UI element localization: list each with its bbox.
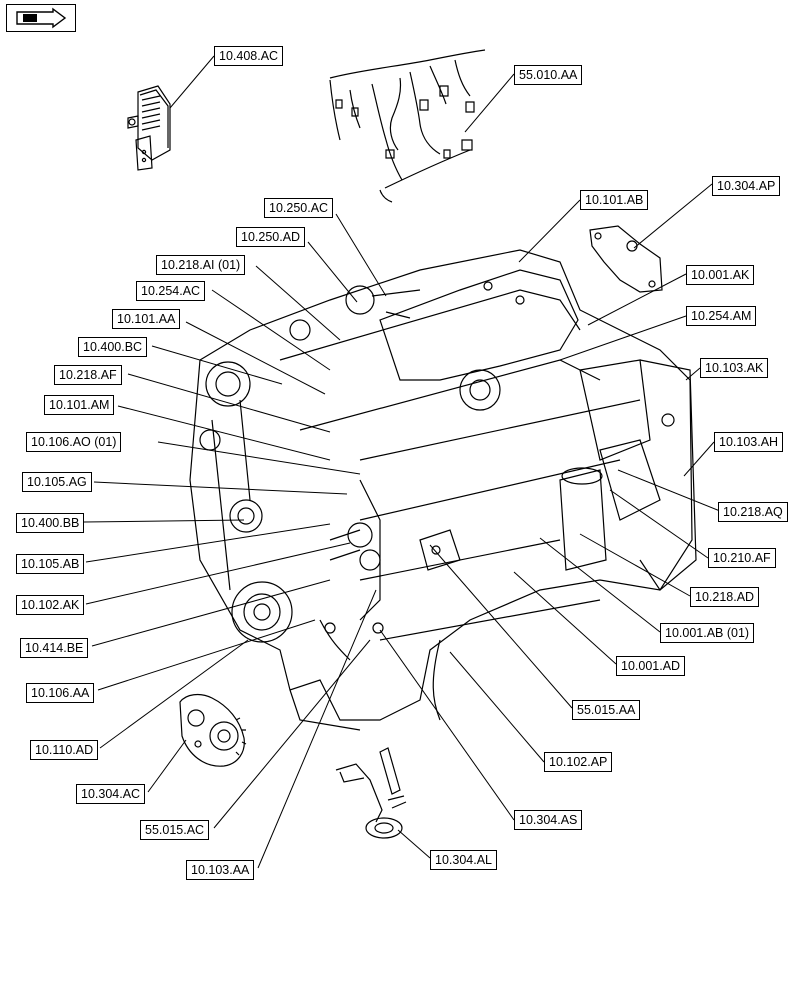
callout-10-304-as[interactable]: 10.304.AS xyxy=(514,810,583,830)
callout-10-304-ap[interactable]: 10.304.AP xyxy=(712,176,781,196)
callout-10-001-ad[interactable]: 10.001.AD xyxy=(616,656,686,676)
bracket-plate-part xyxy=(589,225,663,293)
callout-10-001-ak[interactable]: 10.001.AK xyxy=(686,265,755,285)
callout-10-102-ap[interactable]: 10.102.AP xyxy=(544,752,613,772)
page-navigation-arrow-icon xyxy=(16,7,67,29)
callout-10-110-ad[interactable]: 10.110.AD xyxy=(30,740,99,760)
callout-10-001-ab-01[interactable]: 10.001.AB (01) xyxy=(660,623,755,643)
ecu-module-part xyxy=(127,85,171,171)
callout-10-101-aa[interactable]: 10.101.AA xyxy=(112,309,181,329)
callout-10-101-am[interactable]: 10.101.AM xyxy=(44,395,115,415)
callout-10-210-af[interactable]: 10.210.AF xyxy=(708,548,776,568)
callout-10-105-ab[interactable]: 10.105.AB xyxy=(16,554,85,574)
callout-10-400-bc[interactable]: 10.400.BC xyxy=(78,337,148,357)
leader-lines xyxy=(83,55,721,869)
page-navigation-button[interactable] xyxy=(6,4,76,32)
oil-pump-part xyxy=(179,693,247,767)
callout-10-408-ac[interactable]: 10.408.AC xyxy=(214,46,284,66)
wiring-harness-part xyxy=(329,49,486,203)
callout-10-103-ak[interactable]: 10.103.AK xyxy=(700,358,769,378)
callout-10-254-am[interactable]: 10.254.AM xyxy=(686,306,757,326)
callout-55-010-aa[interactable]: 55.010.AA xyxy=(514,65,583,85)
callout-10-218-ai-01[interactable]: 10.218.AI (01) xyxy=(156,255,246,275)
callout-10-103-aa[interactable]: 10.103.AA xyxy=(186,860,255,880)
callout-10-218-ad[interactable]: 10.218.AD xyxy=(690,587,760,607)
callout-55-015-aa[interactable]: 55.015.AA xyxy=(572,700,641,720)
callout-10-106-ao-01[interactable]: 10.106.AO (01) xyxy=(26,432,122,452)
callout-10-250-ad[interactable]: 10.250.AD xyxy=(236,227,306,247)
callout-10-304-ac[interactable]: 10.304.AC xyxy=(76,784,146,804)
callout-10-103-ah[interactable]: 10.103.AH xyxy=(714,432,784,452)
callout-10-414-be[interactable]: 10.414.BE xyxy=(20,638,89,658)
callout-10-304-al[interactable]: 10.304.AL xyxy=(430,850,497,870)
callout-10-102-ak[interactable]: 10.102.AK xyxy=(16,595,85,615)
engine-block-part xyxy=(189,249,697,731)
callout-10-101-ab[interactable]: 10.101.AB xyxy=(580,190,649,210)
oil-pickup-tube-part xyxy=(335,747,407,839)
callout-10-105-ag[interactable]: 10.105.AG xyxy=(22,472,92,492)
callout-10-250-ac[interactable]: 10.250.AC xyxy=(264,198,334,218)
callout-55-015-ac[interactable]: 55.015.AC xyxy=(140,820,210,840)
callout-10-106-aa[interactable]: 10.106.AA xyxy=(26,683,95,703)
callout-10-400-bb[interactable]: 10.400.BB xyxy=(16,513,85,533)
callout-10-254-ac[interactable]: 10.254.AC xyxy=(136,281,206,301)
callout-10-218-af[interactable]: 10.218.AF xyxy=(54,365,122,385)
callout-10-218-aq[interactable]: 10.218.AQ xyxy=(718,502,788,522)
